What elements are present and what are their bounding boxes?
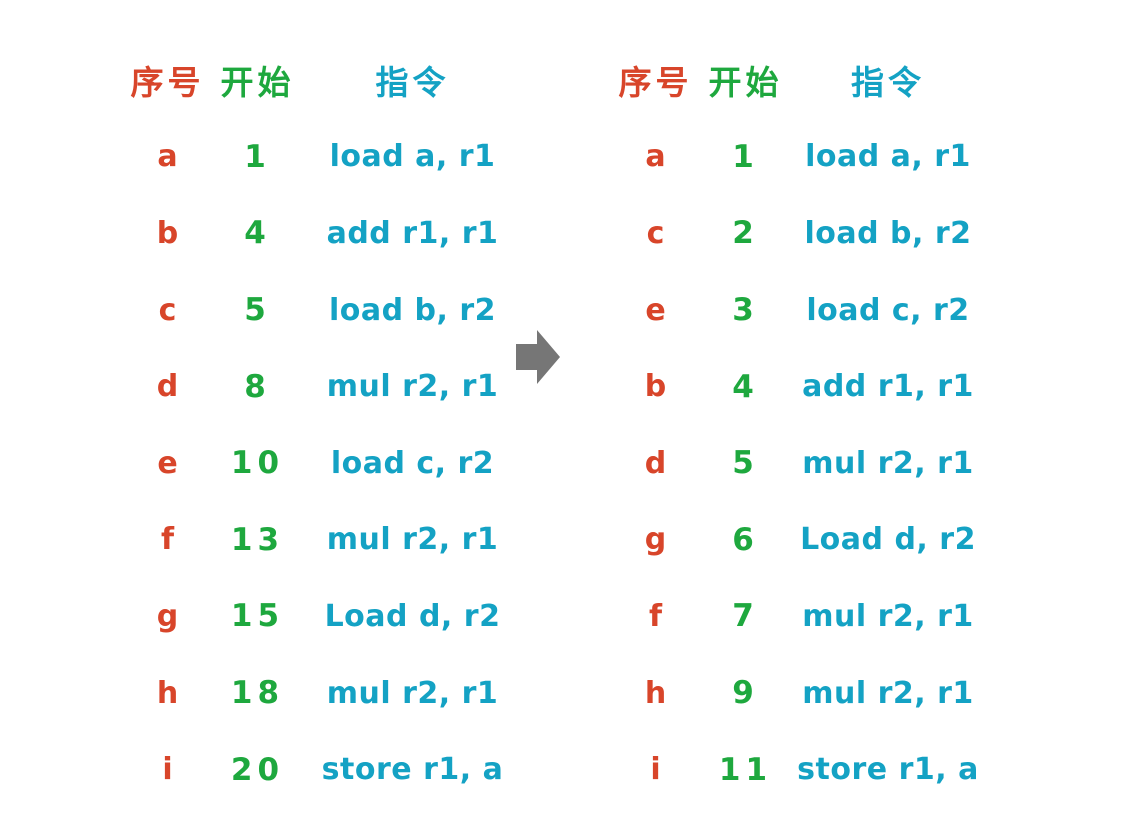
instr-cell: add r1, r1 bbox=[802, 369, 974, 405]
table-after: 序号 开始 指令 a 1 load a, r1 c 2 load b, r2 e… bbox=[613, 42, 983, 808]
table-row: g 15 Load d, r2 bbox=[125, 578, 520, 655]
seq-cell: d bbox=[644, 445, 667, 481]
instr-cell: load c, r2 bbox=[806, 292, 970, 328]
start-cell: 6 bbox=[732, 521, 759, 558]
column-header-start: 开始 bbox=[220, 63, 295, 103]
seq-cell: g bbox=[644, 522, 667, 558]
seq-cell: a bbox=[157, 139, 178, 175]
table-row: a 1 load a, r1 bbox=[125, 119, 520, 196]
seq-cell: c bbox=[158, 292, 177, 328]
start-cell: 3 bbox=[732, 292, 759, 329]
column-header-instr: 指令 bbox=[375, 63, 450, 103]
start-cell: 13 bbox=[230, 521, 285, 558]
seq-cell: h bbox=[644, 675, 667, 711]
table-header-row: 序号 开始 指令 bbox=[125, 42, 520, 119]
seq-cell: e bbox=[645, 292, 666, 328]
instr-cell: mul r2, r1 bbox=[326, 522, 499, 558]
seq-cell: i bbox=[650, 752, 661, 788]
instr-cell: Load d, r2 bbox=[324, 598, 501, 634]
seq-cell: a bbox=[645, 139, 666, 175]
start-cell: 11 bbox=[718, 751, 773, 788]
table-row: e 10 load c, r2 bbox=[125, 425, 520, 502]
instr-cell: mul r2, r1 bbox=[802, 675, 974, 711]
table-row: c 2 load b, r2 bbox=[613, 195, 983, 272]
table-row: h 18 mul r2, r1 bbox=[125, 655, 520, 732]
table-row: c 5 load b, r2 bbox=[125, 272, 520, 349]
table-row: e 3 load c, r2 bbox=[613, 272, 983, 349]
right-arrow-icon bbox=[516, 330, 560, 384]
table-header-row: 序号 开始 指令 bbox=[613, 42, 983, 119]
seq-cell: i bbox=[162, 752, 173, 788]
seq-cell: f bbox=[160, 522, 175, 558]
column-header-seq: 序号 bbox=[618, 63, 693, 103]
instr-cell: load c, r2 bbox=[330, 445, 495, 481]
start-cell: 7 bbox=[732, 598, 759, 635]
column-header-instr: 指令 bbox=[851, 63, 925, 103]
start-cell: 18 bbox=[230, 675, 285, 712]
start-cell: 4 bbox=[732, 368, 759, 405]
table-row: d 8 mul r2, r1 bbox=[125, 348, 520, 425]
seq-cell: b bbox=[156, 215, 179, 251]
seq-cell: e bbox=[157, 445, 178, 481]
column-header-start: 开始 bbox=[708, 63, 783, 103]
table-row: g 6 Load d, r2 bbox=[613, 502, 983, 579]
table-before: 序号 开始 指令 a 1 load a, r1 b 4 add r1, r1 c… bbox=[125, 42, 520, 808]
column-header-seq: 序号 bbox=[130, 63, 205, 103]
seq-cell: d bbox=[156, 369, 179, 405]
instr-cell: Load d, r2 bbox=[800, 522, 976, 558]
start-cell: 1 bbox=[732, 138, 759, 175]
instr-cell: load a, r1 bbox=[329, 139, 496, 175]
table-row: f 7 mul r2, r1 bbox=[613, 578, 983, 655]
table-row: d 5 mul r2, r1 bbox=[613, 425, 983, 502]
table-row: b 4 add r1, r1 bbox=[613, 348, 983, 425]
seq-cell: h bbox=[156, 675, 179, 711]
instr-cell: mul r2, r1 bbox=[802, 445, 974, 481]
table-row: h 9 mul r2, r1 bbox=[613, 655, 983, 732]
start-cell: 5 bbox=[732, 445, 759, 482]
table-row: b 4 add r1, r1 bbox=[125, 195, 520, 272]
start-cell: 20 bbox=[230, 751, 285, 788]
instr-cell: store r1, a bbox=[797, 752, 979, 788]
instr-cell: store r1, a bbox=[321, 752, 504, 788]
instr-cell: mul r2, r1 bbox=[326, 675, 499, 711]
table-row: f 13 mul r2, r1 bbox=[125, 502, 520, 579]
table-row: i 20 store r1, a bbox=[125, 731, 520, 808]
seq-cell: g bbox=[156, 598, 179, 634]
seq-cell: b bbox=[644, 369, 667, 405]
instr-cell: add r1, r1 bbox=[326, 215, 499, 251]
start-cell: 15 bbox=[230, 598, 285, 635]
instr-cell: mul r2, r1 bbox=[326, 369, 499, 405]
instr-cell: load b, r2 bbox=[328, 292, 497, 328]
start-cell: 1 bbox=[244, 138, 271, 175]
seq-cell: f bbox=[648, 598, 663, 634]
start-cell: 2 bbox=[732, 215, 759, 252]
table-row: a 1 load a, r1 bbox=[613, 119, 983, 196]
start-cell: 9 bbox=[732, 675, 759, 712]
start-cell: 4 bbox=[244, 215, 271, 252]
instr-cell: load b, r2 bbox=[804, 215, 972, 251]
start-cell: 8 bbox=[244, 368, 271, 405]
start-cell: 10 bbox=[230, 445, 285, 482]
seq-cell: c bbox=[646, 215, 665, 251]
instr-cell: mul r2, r1 bbox=[802, 598, 974, 634]
start-cell: 5 bbox=[244, 292, 271, 329]
instr-cell: load a, r1 bbox=[805, 139, 971, 175]
table-row: i 11 store r1, a bbox=[613, 731, 983, 808]
